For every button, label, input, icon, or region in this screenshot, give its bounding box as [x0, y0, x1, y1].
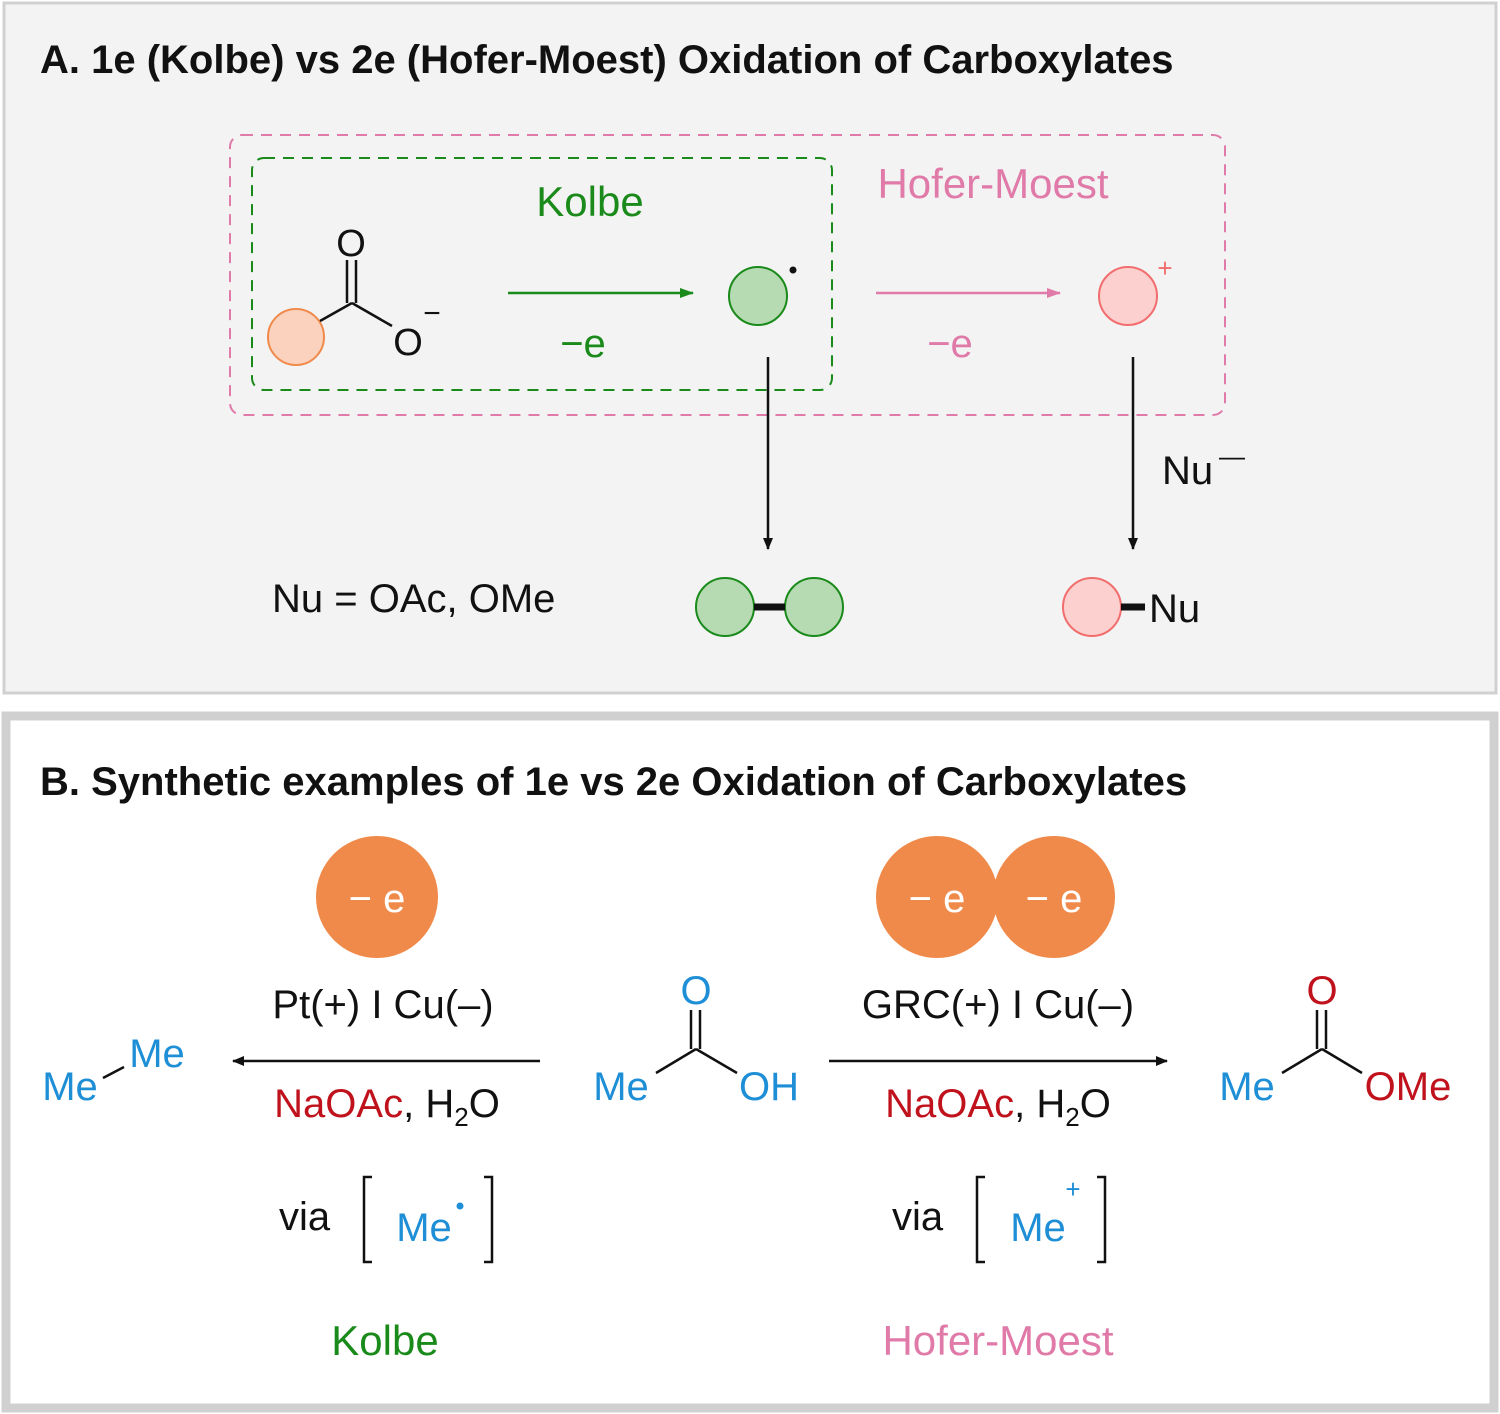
one-electron-label: − e — [349, 877, 406, 921]
panel-a: A. 1e (Kolbe) vs 2e (Hofer-Moest) Oxidat… — [2, 1, 1498, 695]
carbonyl-oxygen: O — [336, 223, 366, 265]
two-electron-label-1: − e — [909, 877, 966, 921]
ethane-bond — [102, 1065, 125, 1080]
acid-hydroxyl: OH — [739, 1065, 799, 1109]
ethane-methyl-left: Me — [42, 1065, 98, 1109]
carboxylate-oxygen: O — [393, 322, 423, 364]
nucleophile-charge: — — [1219, 441, 1245, 471]
ester-bond-ome — [1321, 1047, 1363, 1075]
cation-charge: + — [1157, 253, 1172, 283]
kolbe-reagent-conditions: NaOAc, H2O — [274, 1082, 500, 1132]
one-electron-circle — [316, 836, 438, 958]
hofer-moest-box-label: Hofer-Moest — [877, 160, 1108, 207]
nucleophile-definition: Nu = OAc, OMe — [272, 577, 555, 621]
via-cation-label: via — [892, 1195, 944, 1239]
product-r-circle — [1062, 577, 1122, 637]
two-electron-circle-2 — [993, 836, 1115, 958]
dimer-circle-right — [784, 577, 844, 637]
radical-right-bracket — [484, 1175, 494, 1264]
via-radical-label: via — [279, 1195, 331, 1239]
hofer-reagent-conditions: NaOAc, H2O — [885, 1082, 1111, 1132]
nucleophile-label: Nu — [1162, 449, 1213, 493]
panel-b: B. Synthetic examples of 1e vs 2e Oxidat… — [1, 711, 1499, 1413]
cation-methyl-charge: + — [1065, 1174, 1080, 1204]
hofer-solvent-h: , H — [1014, 1082, 1065, 1126]
panel-b-title: B. Synthetic examples of 1e vs 2e Oxidat… — [40, 760, 1187, 804]
bond-c-o-minus — [351, 301, 393, 328]
kolbe-solvent-o: O — [469, 1082, 500, 1126]
substituent-r-circle — [267, 308, 325, 366]
hofer-solvent-o: O — [1080, 1082, 1111, 1126]
acetic-acid-structure: O Me OH — [593, 969, 799, 1109]
radical-methyl: Me — [396, 1206, 452, 1250]
acid-carbonyl-oxygen: O — [680, 969, 711, 1013]
cation-right-bracket — [1097, 1175, 1107, 1264]
two-electron-circle-1 — [876, 836, 998, 958]
panel-b-hofer-label: Hofer-Moest — [882, 1317, 1113, 1364]
ester-carbonyl-oxygen: O — [1306, 969, 1337, 1013]
radical-dot-icon — [789, 266, 797, 274]
hofer-electron-loss-label: −e — [927, 322, 973, 366]
panel-b-frame — [1, 711, 1499, 1413]
hofer-electrode-conditions: GRC(+) I Cu(–) — [862, 983, 1134, 1027]
hofer-nu-product: Nu — [1062, 577, 1200, 637]
panel-b-kolbe-label: Kolbe — [331, 1317, 438, 1364]
cation-circle — [1098, 266, 1158, 326]
kolbe-box-label: Kolbe — [536, 178, 643, 225]
one-electron-badge: − e — [316, 836, 438, 958]
cation-left-bracket — [975, 1175, 985, 1264]
ester-methoxy: OMe — [1365, 1065, 1452, 1109]
panel-a-background — [2, 1, 1498, 695]
kolbe-electron-loss-label: −e — [560, 322, 606, 366]
two-electron-badge: − e − e — [876, 836, 1115, 958]
product-nu-label: Nu — [1149, 587, 1200, 631]
methyl-acetate-product: O Me OMe — [1219, 969, 1451, 1109]
ester-methyl: Me — [1219, 1065, 1275, 1109]
carboxylate-charge: − — [423, 297, 441, 330]
two-electron-label-2: − e — [1026, 877, 1083, 921]
radical-intermediate — [728, 266, 797, 326]
bond-r-c — [319, 301, 353, 323]
carboxylate-structure: O O − — [267, 223, 441, 366]
acid-methyl: Me — [593, 1065, 649, 1109]
kolbe-electrode-conditions: Pt(+) I Cu(–) — [272, 983, 493, 1027]
acid-bond-me — [655, 1047, 697, 1075]
ethane-methyl-right: Me — [129, 1032, 185, 1076]
kolbe-reagent: NaOAc — [274, 1082, 403, 1126]
acid-bond-oh — [695, 1047, 738, 1075]
hofer-moest-box — [229, 134, 1226, 416]
dimer-circle-left — [695, 577, 755, 637]
ethane-product: Me Me — [42, 1032, 185, 1109]
hofer-reagent: NaOAc — [885, 1082, 1014, 1126]
via-radical: via Me — [279, 1175, 494, 1264]
via-cation: via Me + — [892, 1174, 1107, 1264]
ester-bond-me — [1281, 1047, 1323, 1075]
radical-circle — [728, 266, 788, 326]
kolbe-solvent-h: , H — [403, 1082, 454, 1126]
kolbe-dimer-product — [695, 577, 844, 637]
panel-a-title: A. 1e (Kolbe) vs 2e (Hofer-Moest) Oxidat… — [40, 38, 1174, 82]
radical-methyl-dot-icon — [456, 1202, 464, 1210]
hofer-solvent-subscript: 2 — [1065, 1102, 1079, 1132]
radical-left-bracket — [362, 1175, 372, 1264]
cation-intermediate: + — [1098, 253, 1173, 326]
cation-methyl: Me — [1010, 1206, 1066, 1250]
kolbe-solvent-subscript: 2 — [454, 1102, 468, 1132]
